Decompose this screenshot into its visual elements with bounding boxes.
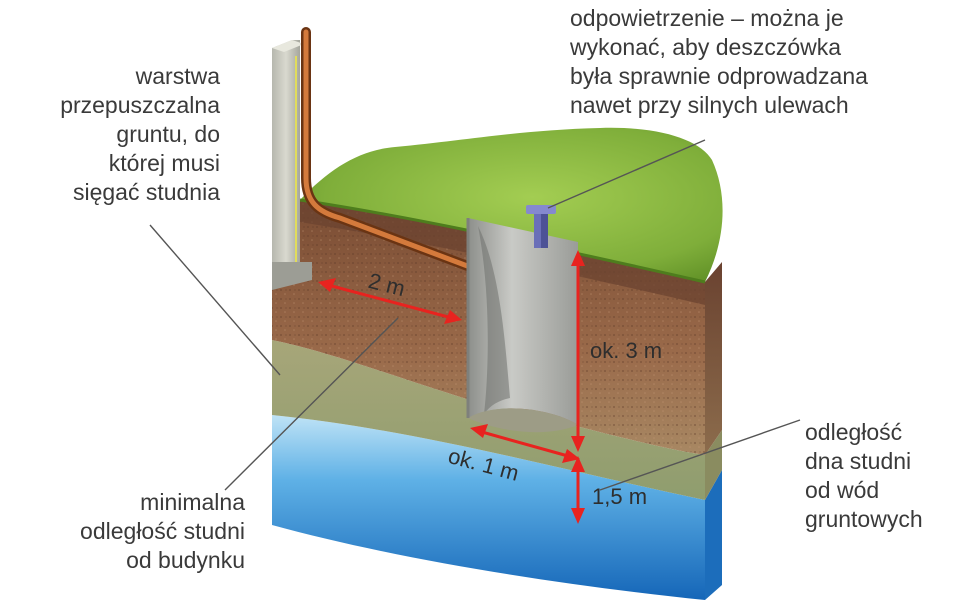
- label-min-distance-line-1: minimalna: [140, 489, 245, 515]
- label-vent-line-2: wykonać, aby deszczówka: [570, 34, 842, 60]
- grass-surface: [300, 127, 723, 282]
- leader-line-min-distance: [224, 317, 399, 491]
- permeable-soil-side: [705, 430, 722, 500]
- arrow-building-to-well: [318, 278, 462, 324]
- label-groundwater-distance: odległość dna studni od wód gruntowych: [805, 418, 923, 534]
- leader-line-vent: [547, 139, 706, 209]
- vent-shadow: [541, 214, 548, 248]
- label-permeable-line-1: warstwa: [135, 63, 220, 89]
- dim-bottom-to-groundwater: 1,5 m: [592, 484, 648, 509]
- groundwater-layer: [272, 415, 705, 600]
- building-wall-top: [272, 40, 304, 52]
- label-groundwater-line-4: gruntowych: [805, 506, 923, 532]
- leader-line-groundwater: [599, 419, 801, 491]
- label-permeable-line-4: której musi: [108, 150, 220, 176]
- label-groundwater-line-2: dna studni: [805, 448, 912, 474]
- arrow-well-diameter: [470, 424, 580, 463]
- rainwater-pipe-highlight: [303, 29, 481, 273]
- label-min-distance-line-2: odległość studni: [80, 518, 245, 544]
- well-bottom: [468, 408, 578, 433]
- label-groundwater-line-3: od wód: [805, 477, 880, 503]
- arrow-bottom-to-groundwater: [571, 456, 585, 524]
- groundwater-side: [705, 470, 722, 600]
- wall-footing: [272, 262, 312, 290]
- label-vent: odpowietrzenie – można je wykonać, aby d…: [570, 4, 868, 120]
- label-vent-line-4: nawet przy silnych ulewach: [570, 92, 849, 118]
- dim-well-depth: ok. 3 m: [590, 338, 663, 363]
- label-vent-line-1: odpowietrzenie – można je: [570, 5, 844, 31]
- label-vent-line-3: była sprawnie odprowadzana: [570, 63, 868, 89]
- well-inner-shade: [478, 226, 510, 414]
- label-min-distance-line-3: od budynku: [126, 547, 245, 573]
- arrow-well-depth: [571, 250, 585, 452]
- building-wall: [272, 40, 300, 282]
- label-permeable-line-3: gruntu, do: [116, 121, 220, 147]
- label-permeable-line-5: sięgać studnia: [72, 179, 220, 205]
- label-permeable-layer: warstwa przepuszczalna gruntu, do której…: [20, 62, 220, 207]
- leader-line-permeable: [149, 224, 281, 376]
- label-permeable-line-2: przepuszczalna: [60, 92, 220, 118]
- label-groundwater-line-1: odległość: [805, 419, 903, 445]
- soil-side: [705, 262, 722, 455]
- label-min-distance: minimalna odległość studni od budynku: [20, 488, 245, 575]
